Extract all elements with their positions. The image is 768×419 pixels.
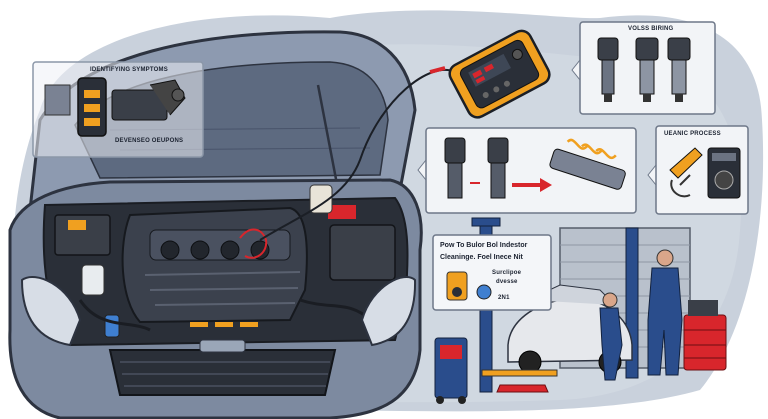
toolbox	[683, 314, 727, 371]
mechanic-figure	[599, 292, 623, 381]
panel-identifying-symptoms	[32, 61, 204, 158]
mechanic-figure	[647, 249, 683, 376]
guide-item-2: dvesse	[496, 279, 518, 285]
injector-icon	[597, 37, 619, 102]
panel-injector-comparison	[417, 127, 637, 214]
fuel-spray-icon	[549, 138, 626, 190]
panel-voltage-sensing	[571, 21, 716, 115]
headlight-left	[20, 275, 82, 347]
panel-cleaning-guide	[432, 234, 552, 311]
injector-icon	[667, 37, 691, 102]
injector-icon	[487, 137, 509, 199]
label-identifying-symptoms: IDENTIFYING SYMPTOMS	[90, 67, 168, 73]
obd-scanner	[448, 29, 551, 119]
car-grille	[108, 349, 337, 396]
guide-item-1: Surclipoe	[492, 270, 522, 276]
guide-item-3: 2N1	[498, 295, 510, 301]
gauge-icon	[476, 284, 492, 300]
diagnostic-cable	[259, 69, 456, 241]
guide-title-line-2: Cleaninge. Foel Inece Nit	[440, 254, 523, 261]
injector-icon	[444, 137, 466, 199]
label-voltage-sensing: VOLSS BIRING	[628, 26, 674, 32]
label-cleaning-process: UEANIC PROCESS	[664, 131, 721, 137]
garage-scene	[434, 217, 727, 404]
guide-title-line-1: Pow To Bulor Bol Indestor	[440, 242, 528, 249]
panel-cleaning-process	[647, 125, 749, 215]
label-diagnostic-checks: DEVENSEO OEUPONS	[115, 138, 184, 144]
headlight-right	[360, 275, 417, 347]
arrow-right-icon	[512, 178, 552, 192]
injector-icon	[635, 37, 659, 102]
cleaner-bottle-icon	[446, 271, 468, 301]
